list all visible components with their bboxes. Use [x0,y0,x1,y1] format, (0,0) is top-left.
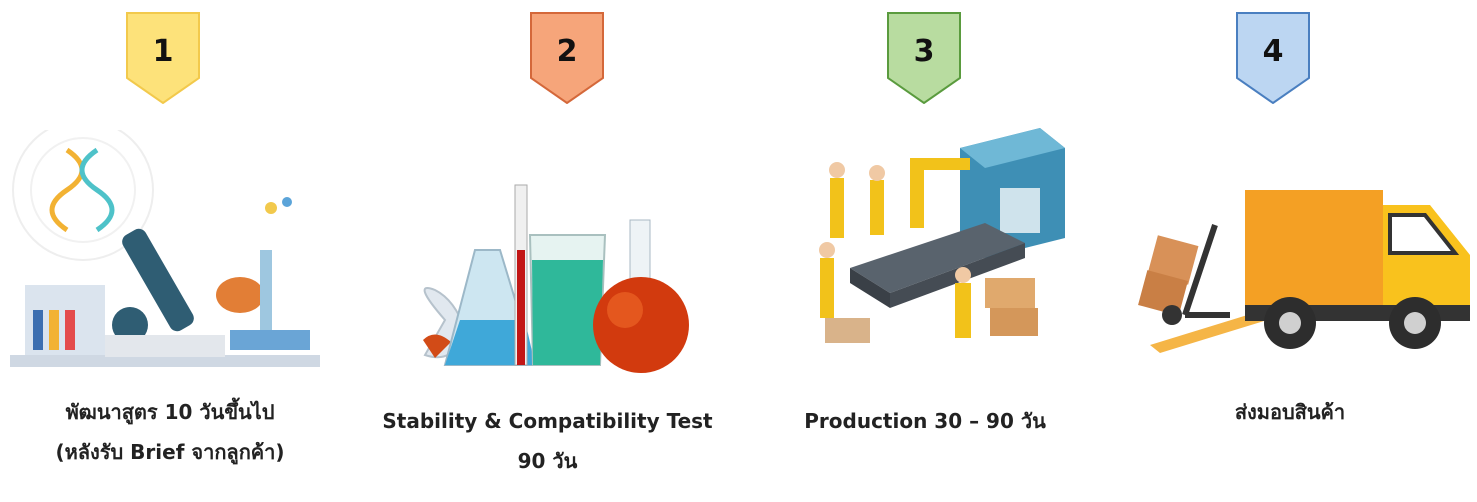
step-2-badge: 2 [530,12,604,104]
step-2-caption: Stability & Compatibility Test 90 วัน [330,401,765,481]
laboratory-research-icon [5,119,325,370]
step-2-caption-line2: 90 วัน [517,449,578,473]
step-3-number: 3 [913,34,935,69]
step-1-number: 1 [152,34,174,69]
step-1-caption: พัฒนาสูตร 10 วันขึ้นไป (หลังรับ Brief จา… [0,392,340,472]
delivery-truck-icon [1130,185,1475,355]
step-1-caption-line1: พัฒนาสูตร 10 วันขึ้นไป [65,400,275,424]
step-3-badge: 3 [887,12,961,104]
step-1-badge: 1 [126,12,200,104]
lab-glassware-icon [405,180,695,375]
step-2-number: 2 [556,34,578,69]
step-4-caption-line1: ส่งมอบสินค้า [1234,400,1346,424]
step-1-caption-line2: (หลังรับ Brief จากลูกค้า) [55,440,285,464]
production-line-icon [810,118,1070,358]
step-4-number: 4 [1262,34,1284,69]
step-2-caption-line1: Stability & Compatibility Test [382,409,713,433]
step-4-caption: ส่งมอบสินค้า [1190,392,1390,432]
step-3-caption: Production 30 – 90 วัน [770,401,1080,441]
step-3-caption-line1: Production 30 – 90 วัน [804,409,1046,433]
step-4-badge: 4 [1236,12,1310,104]
